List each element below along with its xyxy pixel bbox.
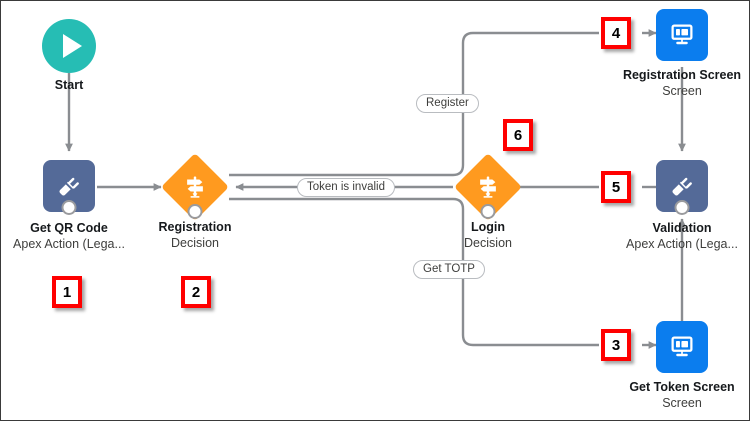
registration-shape[interactable] bbox=[161, 153, 229, 221]
plug-icon bbox=[672, 177, 692, 196]
node-registration-name: Registration bbox=[158, 220, 232, 234]
node-get-qr-code-name: Get QR Code bbox=[30, 221, 108, 235]
node-login-name: Login bbox=[470, 220, 505, 234]
connector-knob[interactable] bbox=[61, 200, 77, 215]
connector-label-register[interactable]: Register bbox=[416, 94, 479, 113]
connector-label-get-totp[interactable]: Get TOTP bbox=[413, 260, 485, 279]
badge-5: 5 bbox=[601, 171, 631, 203]
node-registration-labels: Registration Decision bbox=[159, 219, 232, 251]
node-get-token-screen-type: Screen bbox=[662, 396, 702, 410]
registration-screen-shape[interactable] bbox=[656, 9, 708, 61]
node-get-qr-code-type: Apex Action (Lega... bbox=[13, 237, 125, 251]
node-start-labels: Start bbox=[55, 77, 83, 93]
node-registration-type: Decision bbox=[171, 236, 219, 250]
login-shape[interactable] bbox=[454, 153, 522, 221]
connector-label-token-is-invalid[interactable]: Token is invalid bbox=[297, 178, 395, 197]
start-shape[interactable] bbox=[42, 19, 96, 73]
badge-3: 3 bbox=[601, 329, 631, 361]
get-qr-code-shape[interactable] bbox=[43, 160, 95, 215]
node-validation-name: Validation bbox=[652, 221, 712, 235]
node-registration-screen-type: Screen bbox=[662, 84, 702, 98]
node-get-token-screen-labels: Get Token Screen Screen bbox=[629, 379, 734, 411]
node-get-qr-code-labels: Get QR Code Apex Action (Lega... bbox=[13, 220, 125, 252]
connector-knob[interactable] bbox=[187, 204, 203, 219]
node-start-name: Start bbox=[54, 78, 84, 92]
node-login-labels: Login Decision bbox=[464, 219, 512, 251]
node-registration-screen-labels: Registration Screen Screen bbox=[623, 67, 741, 99]
plug-icon bbox=[59, 177, 79, 196]
node-get-token-screen-name: Get Token Screen bbox=[629, 380, 735, 394]
monitor-icon bbox=[671, 24, 693, 45]
signpost-icon bbox=[480, 176, 496, 198]
signpost-icon bbox=[187, 176, 203, 198]
badge-6: 6 bbox=[503, 119, 533, 151]
validation-shape[interactable] bbox=[656, 160, 708, 215]
node-validation-type: Apex Action (Lega... bbox=[626, 237, 738, 251]
get-token-screen-shape[interactable] bbox=[656, 321, 708, 373]
connector-knob[interactable] bbox=[674, 200, 690, 215]
badge-1: 1 bbox=[52, 276, 82, 308]
node-validation-labels: Validation Apex Action (Lega... bbox=[626, 220, 738, 252]
badge-4: 4 bbox=[601, 17, 631, 49]
connector-knob[interactable] bbox=[480, 204, 496, 219]
badge-2: 2 bbox=[181, 276, 211, 308]
node-registration-screen-name: Registration Screen bbox=[622, 68, 742, 82]
monitor-icon bbox=[671, 336, 693, 357]
play-icon bbox=[42, 19, 96, 73]
node-login-type: Decision bbox=[464, 236, 512, 250]
